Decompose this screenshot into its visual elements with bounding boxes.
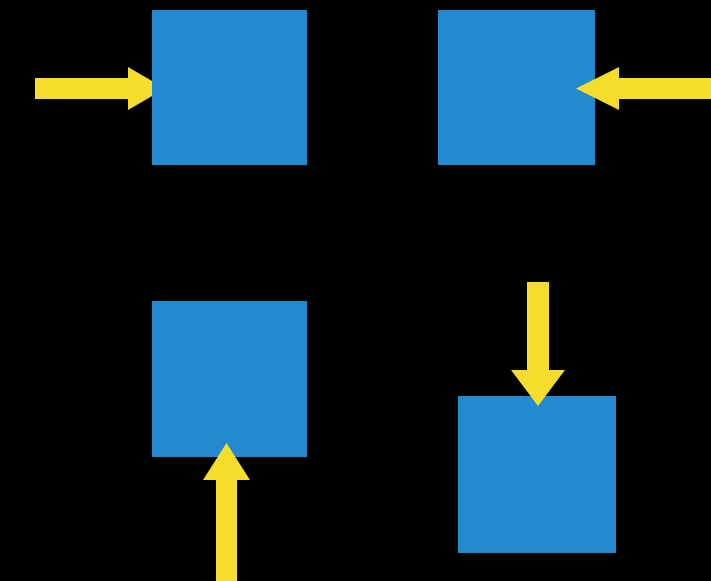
arrow-into-node-1-head [128,67,165,110]
arrow-into-node-2-head [576,67,619,110]
arrow-into-node-1 [35,67,165,110]
arrow-into-node-2 [576,67,711,110]
arrow-into-node-3-shaft [216,470,237,581]
arrow-into-node-4-shaft [527,282,549,379]
node-box-4[interactable] [458,396,616,553]
arrow-into-node-3-head [203,443,250,480]
arrow-into-node-2-shaft [604,78,711,99]
node-box-2[interactable] [438,10,595,165]
arrow-into-node-1-shaft [35,78,143,99]
arrow-into-node-3 [203,443,250,581]
node-box-3[interactable] [152,301,307,457]
arrow-into-node-4 [511,282,565,406]
node-box-1[interactable] [152,10,307,165]
arrow-into-node-4-head [511,370,565,406]
